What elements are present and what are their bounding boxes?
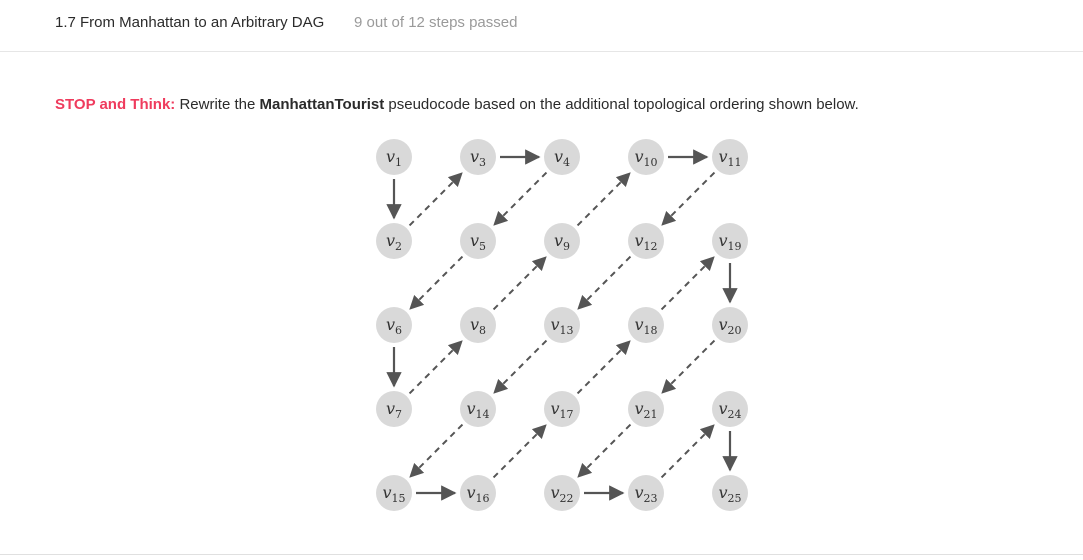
node-circle xyxy=(376,307,412,343)
node-v2: v2 xyxy=(376,223,412,259)
node-circle xyxy=(544,307,580,343)
node-circle xyxy=(376,391,412,427)
node-circle xyxy=(460,223,496,259)
node-circle xyxy=(376,139,412,175)
node-v22: v22 xyxy=(544,475,580,511)
node-circle xyxy=(460,475,496,511)
stop-label: STOP and Think: xyxy=(55,96,176,113)
node-circle xyxy=(712,223,748,259)
node-v23: v23 xyxy=(628,475,664,511)
node-v19: v19 xyxy=(712,223,748,259)
dashed-edge-v20-v21 xyxy=(661,339,716,394)
step-progress[interactable]: 9 out of 12 steps passed xyxy=(354,14,518,31)
dashed-edge-v9-v10 xyxy=(576,172,631,227)
dashed-edge-v8-v9 xyxy=(492,256,547,311)
node-circle xyxy=(628,475,664,511)
node-v4: v4 xyxy=(544,139,580,175)
node-v11: v11 xyxy=(712,139,748,175)
node-circle xyxy=(712,307,748,343)
node-v13: v13 xyxy=(544,307,580,343)
node-circle xyxy=(460,307,496,343)
dashed-edge-v5-v6 xyxy=(409,255,464,310)
node-circle xyxy=(544,223,580,259)
lesson-header: 1.7 From Manhattan to an Arbitrary DAG 9… xyxy=(0,0,1083,52)
node-v12: v12 xyxy=(628,223,664,259)
node-circle xyxy=(712,391,748,427)
node-circle xyxy=(628,139,664,175)
node-circle xyxy=(544,391,580,427)
node-v20: v20 xyxy=(712,307,748,343)
node-v8: v8 xyxy=(460,307,496,343)
node-circle xyxy=(712,139,748,175)
node-v14: v14 xyxy=(460,391,496,427)
node-circle xyxy=(628,391,664,427)
node-circle xyxy=(544,139,580,175)
dashed-edge-v21-v22 xyxy=(577,423,632,478)
dashed-edge-v4-v5 xyxy=(493,171,548,226)
node-circle xyxy=(376,223,412,259)
dashed-edge-v16-v17 xyxy=(492,424,547,479)
dashed-edge-v12-v13 xyxy=(577,255,632,310)
node-v5: v5 xyxy=(460,223,496,259)
function-name: ManhattanTourist xyxy=(259,96,385,113)
topological-order-dag: v1 v2 v3 v4 v5 v6 v7 v8 v9 v10 v11 v12 v13 v14 v15 v16 v… xyxy=(376,139,748,511)
footer-divider xyxy=(0,554,1083,555)
node-circle xyxy=(628,307,664,343)
stop-and-think-prompt: STOP and Think: Rewrite the ManhattanTou… xyxy=(55,96,859,113)
node-circle xyxy=(376,475,412,511)
node-v21: v21 xyxy=(628,391,664,427)
node-circle xyxy=(712,475,748,511)
node-circle xyxy=(628,223,664,259)
prompt-text-after: pseudocode based on the additional topol… xyxy=(384,96,859,113)
dashed-edge-v17-v18 xyxy=(576,340,631,395)
node-circle xyxy=(544,475,580,511)
node-v9: v9 xyxy=(544,223,580,259)
node-v10: v10 xyxy=(628,139,664,175)
dashed-edge-v23-v24 xyxy=(660,424,715,479)
lesson-title: 1.7 From Manhattan to an Arbitrary DAG xyxy=(55,14,325,31)
dashed-edge-v18-v19 xyxy=(660,256,715,311)
node-v15: v15 xyxy=(376,475,412,511)
node-v24: v24 xyxy=(712,391,748,427)
node-circle xyxy=(460,391,496,427)
node-v18: v18 xyxy=(628,307,664,343)
node-circle xyxy=(460,139,496,175)
node-v16: v16 xyxy=(460,475,496,511)
node-v6: v6 xyxy=(376,307,412,343)
dashed-edge-v2-v3 xyxy=(408,172,463,227)
dashed-edge-v11-v12 xyxy=(661,171,716,226)
dashed-edge-v13-v14 xyxy=(493,339,548,394)
node-v25: v25 xyxy=(712,475,748,511)
dashed-edge-v14-v15 xyxy=(409,423,464,478)
nodes-layer: v1 v2 v3 v4 v5 v6 v7 v8 v9 v10 v11 v12 v13 v14 v15 v16 v… xyxy=(376,139,748,511)
node-v7: v7 xyxy=(376,391,412,427)
dashed-edge-v7-v8 xyxy=(408,340,463,395)
node-v3: v3 xyxy=(460,139,496,175)
node-v1: v1 xyxy=(376,139,412,175)
edges-layer xyxy=(386,149,738,501)
prompt-text-before: Rewrite the xyxy=(175,96,260,113)
node-v17: v17 xyxy=(544,391,580,427)
